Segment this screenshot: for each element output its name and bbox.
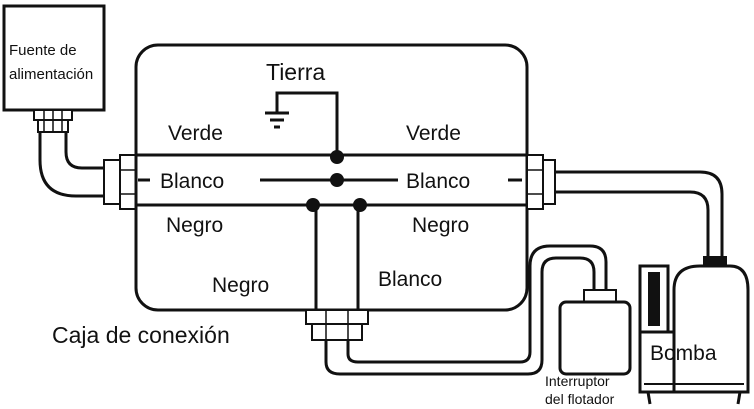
junction-box-label: Caja de conexión xyxy=(52,322,230,348)
ground-label: Tierra xyxy=(266,59,325,85)
black-bottom-label: Negro xyxy=(212,274,269,297)
float-switch-label-line1: Interruptor xyxy=(545,373,610,389)
pump: Bomba xyxy=(638,256,750,405)
white-left-label: Blanco xyxy=(160,170,224,193)
ground-junction-dot xyxy=(330,150,344,164)
float-switch: Interruptor del flotador xyxy=(545,289,632,407)
bottom-connector xyxy=(305,309,369,341)
power-supply: Fuente de alimentación xyxy=(2,4,106,133)
power-supply-label-line1: Fuente de xyxy=(9,42,77,59)
pump-label: Bomba xyxy=(650,342,717,365)
power-conduit xyxy=(38,132,112,198)
black-right-label: Negro xyxy=(412,214,469,237)
left-connector xyxy=(103,154,137,210)
white-junction-dot xyxy=(330,173,344,187)
pump-cable xyxy=(555,170,724,260)
green-right-label: Verde xyxy=(406,122,461,145)
white-right-label: Blanco xyxy=(406,170,470,193)
black-left-label: Negro xyxy=(166,214,223,237)
internal-wires xyxy=(310,203,360,318)
connection-dots xyxy=(306,150,367,212)
white-bottom-label: Blanco xyxy=(378,268,442,291)
right-connector xyxy=(526,154,556,210)
power-supply-label-line2: alimentación xyxy=(9,66,93,83)
green-left-label: Verde xyxy=(168,122,223,145)
black-junction-dot-left xyxy=(306,198,320,212)
float-switch-label-line2: del flotador xyxy=(545,391,615,407)
ground-wire xyxy=(265,91,339,155)
black-junction-dot-right xyxy=(353,198,367,212)
float-switch-cable xyxy=(324,244,608,376)
